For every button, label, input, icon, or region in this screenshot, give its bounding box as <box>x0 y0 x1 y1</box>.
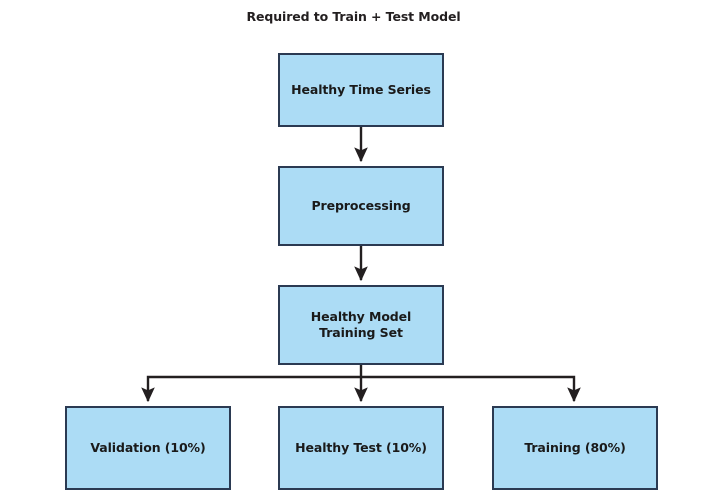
node-validation[interactable]: Validation (10%) <box>65 406 231 490</box>
node-training[interactable]: Training (80%) <box>492 406 658 490</box>
node-label: Validation (10%) <box>90 439 206 455</box>
node-label: Healthy Time Series <box>291 81 431 97</box>
node-healthy-time-series[interactable]: Healthy Time Series <box>278 53 444 127</box>
node-preprocessing[interactable]: Preprocessing <box>278 166 444 246</box>
node-label: Preprocessing <box>311 197 411 213</box>
node-healthy-model-training-set[interactable]: Healthy Model Training Set <box>278 285 444 365</box>
edge-trainingset-to-validation <box>141 375 361 403</box>
node-label-group: Healthy Model Training Set <box>310 308 412 342</box>
node-healthy-test[interactable]: Healthy Test (10%) <box>278 406 444 490</box>
node-label: Healthy Test (10%) <box>295 439 427 455</box>
edge-trainingset-to-training <box>361 375 581 403</box>
node-label: Training (80%) <box>524 439 626 455</box>
diagram-title: Required to Train + Test Model <box>246 9 461 24</box>
node-label-line-1: Healthy Model <box>310 308 412 324</box>
node-label-line-2: Training Set <box>319 325 403 340</box>
